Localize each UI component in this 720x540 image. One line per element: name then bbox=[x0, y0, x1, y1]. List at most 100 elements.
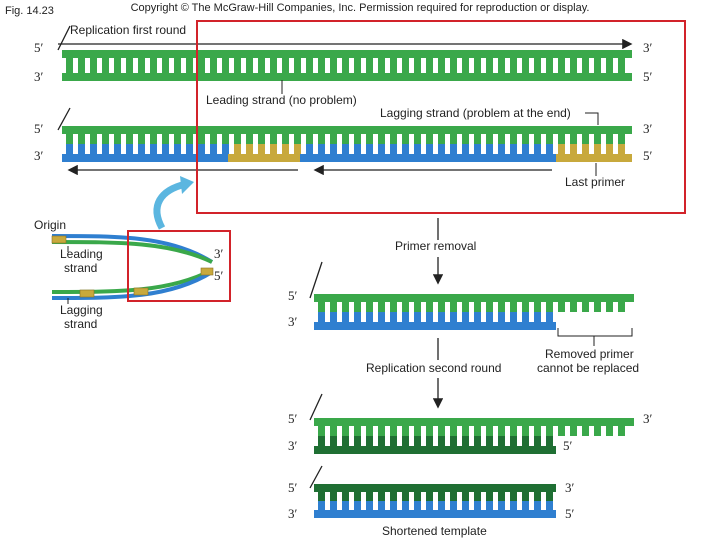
base-bottom bbox=[462, 312, 469, 322]
row2-fork-line bbox=[57, 107, 71, 131]
base-top bbox=[498, 134, 505, 144]
base-top bbox=[258, 58, 265, 66]
base-bottom bbox=[234, 65, 241, 73]
row3-duplex bbox=[314, 294, 634, 330]
base-top bbox=[102, 58, 109, 66]
base-bottom bbox=[354, 65, 361, 73]
base-top bbox=[402, 492, 409, 501]
row1-top-3prime: 3′ bbox=[643, 40, 653, 55]
base-top bbox=[618, 58, 625, 66]
base-bottom bbox=[366, 501, 373, 510]
base-top bbox=[474, 426, 481, 436]
base-top bbox=[594, 58, 601, 66]
base-bottom bbox=[546, 312, 553, 322]
bubble-primer-end bbox=[200, 267, 214, 276]
base-top bbox=[330, 134, 337, 144]
row4-bottom-5prime: 5′ bbox=[563, 438, 573, 453]
base-bottom bbox=[414, 436, 421, 446]
base-top bbox=[534, 134, 541, 144]
base-bottom bbox=[138, 65, 145, 73]
base-bottom bbox=[498, 312, 505, 322]
base-bottom bbox=[522, 436, 529, 446]
highlight-box-large bbox=[196, 20, 686, 214]
bubble-bottom-blue bbox=[51, 270, 214, 300]
base-bottom bbox=[402, 436, 409, 446]
base-bottom bbox=[522, 144, 529, 154]
base-top bbox=[126, 134, 133, 144]
base-top bbox=[546, 134, 553, 144]
base-top bbox=[510, 302, 517, 312]
base-bottom bbox=[522, 65, 529, 73]
base-bottom bbox=[618, 144, 625, 154]
base-bottom bbox=[426, 65, 433, 73]
base-bottom bbox=[438, 312, 445, 322]
base-bottom bbox=[414, 501, 421, 510]
base-top bbox=[174, 58, 181, 66]
base-bottom bbox=[330, 501, 337, 510]
shortened-template-label: Shortened template bbox=[382, 524, 487, 538]
base-top bbox=[462, 302, 469, 312]
row4-base-pairs bbox=[318, 426, 625, 446]
lagging-inset-line2: strand bbox=[64, 317, 97, 331]
base-bottom bbox=[246, 144, 253, 154]
base-bottom bbox=[426, 436, 433, 446]
row4-new-strand bbox=[314, 446, 556, 454]
base-top bbox=[450, 492, 457, 501]
lagging-inset-line1: Lagging bbox=[60, 303, 103, 317]
base-top bbox=[498, 492, 505, 501]
row4-top-3prime: 3′ bbox=[643, 411, 653, 426]
base-bottom bbox=[606, 65, 613, 73]
base-top bbox=[66, 58, 73, 66]
base-top bbox=[474, 58, 481, 66]
base-bottom bbox=[354, 436, 361, 446]
base-bottom bbox=[162, 65, 169, 73]
base-top bbox=[390, 426, 397, 436]
leading-strand-label: Leading strand (no problem) bbox=[206, 93, 357, 107]
base-bottom bbox=[378, 65, 385, 73]
base-bottom bbox=[78, 144, 85, 154]
base-top bbox=[534, 302, 541, 312]
removed-primer-line2: cannot be replaced bbox=[537, 361, 639, 375]
base-bottom bbox=[450, 501, 457, 510]
base-bottom bbox=[330, 65, 337, 73]
base-top bbox=[510, 426, 517, 436]
base-top bbox=[450, 134, 457, 144]
row3-top-5prime: 5′ bbox=[288, 288, 298, 303]
base-bottom bbox=[90, 65, 97, 73]
base-bottom bbox=[558, 65, 565, 73]
base-top bbox=[390, 302, 397, 312]
base-top bbox=[222, 134, 229, 144]
base-top bbox=[402, 134, 409, 144]
origin-label: Origin bbox=[34, 218, 66, 232]
base-top bbox=[378, 492, 385, 501]
row4-top-5prime: 5′ bbox=[288, 411, 298, 426]
zoom-arrow bbox=[153, 180, 187, 230]
base-bottom bbox=[162, 144, 169, 154]
base-bottom bbox=[450, 436, 457, 446]
base-top bbox=[258, 134, 265, 144]
base-bottom bbox=[498, 501, 505, 510]
base-bottom bbox=[570, 144, 577, 154]
base-top bbox=[522, 134, 529, 144]
base-top bbox=[366, 58, 373, 66]
row4-fork-line bbox=[309, 393, 323, 421]
base-top bbox=[402, 426, 409, 436]
base-bottom bbox=[78, 65, 85, 73]
base-bottom bbox=[318, 436, 325, 446]
row5-fork-line bbox=[309, 465, 323, 489]
base-bottom bbox=[342, 501, 349, 510]
base-top bbox=[594, 302, 601, 312]
base-top bbox=[486, 58, 493, 66]
base-top bbox=[510, 134, 517, 144]
base-bottom bbox=[486, 65, 493, 73]
base-bottom bbox=[246, 65, 253, 73]
row1-fork-line bbox=[57, 25, 71, 51]
base-top bbox=[546, 492, 553, 501]
base-bottom bbox=[462, 144, 469, 154]
base-bottom bbox=[486, 312, 493, 322]
base-top bbox=[438, 492, 445, 501]
base-bottom bbox=[438, 501, 445, 510]
base-bottom bbox=[510, 65, 517, 73]
base-top bbox=[330, 58, 337, 66]
row1-bottom-3prime: 3′ bbox=[34, 69, 44, 84]
